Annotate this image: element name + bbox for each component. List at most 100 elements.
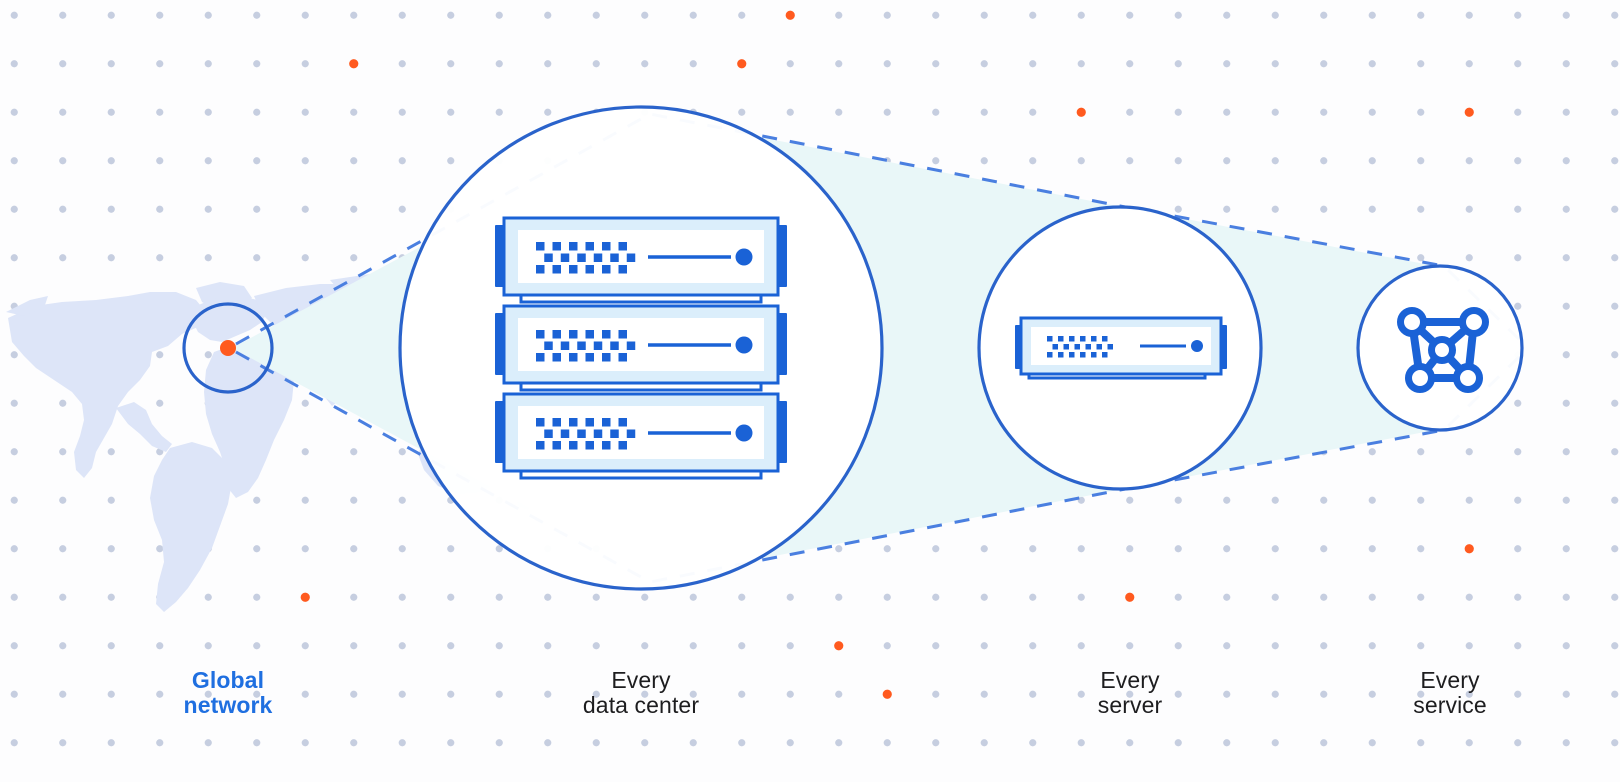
accent-dot (1076, 107, 1086, 117)
led-dot (618, 330, 627, 339)
server-unit[interactable] (495, 216, 787, 297)
accent-dot (737, 59, 747, 69)
server-unit[interactable] (495, 392, 787, 473)
accent-dot (1464, 544, 1474, 554)
accent-dot (1125, 592, 1135, 602)
led-dot (626, 253, 636, 262)
led-dot (1069, 336, 1075, 342)
led-dot (552, 353, 561, 362)
led-dot (626, 429, 636, 438)
led-dot (569, 265, 578, 274)
led-dot (1069, 352, 1075, 358)
status-led-dot (1191, 340, 1203, 352)
led-dot (577, 429, 586, 438)
led-dot (1058, 352, 1064, 358)
led-dot (1080, 352, 1086, 358)
led-dot (618, 353, 627, 362)
led-dot (569, 353, 578, 362)
led-dot (1085, 344, 1091, 350)
accent-dot (300, 592, 310, 602)
stage-every-data-center[interactable] (398, 105, 884, 591)
led-dot (536, 265, 545, 274)
led-grid-icon (536, 242, 636, 274)
led-dot (1047, 352, 1053, 358)
led-dot (536, 353, 545, 362)
server-unit[interactable] (1015, 316, 1227, 376)
stage-every-service[interactable] (1356, 264, 1524, 432)
status-led-dot (735, 248, 753, 266)
led-dot (552, 242, 561, 251)
led-dot (585, 265, 594, 274)
accent-dot (349, 59, 359, 69)
led-dot (536, 441, 545, 450)
led-dot (560, 253, 570, 262)
led-dot (536, 330, 545, 339)
led-dot (585, 418, 594, 427)
led-dot (593, 253, 603, 262)
led-dot (618, 418, 627, 427)
led-grid-icon (536, 418, 636, 450)
led-dot (593, 341, 603, 350)
stage-label-global-network[interactable]: Global network (183, 667, 273, 718)
global-network-pin-icon[interactable] (220, 340, 236, 356)
led-dot (618, 265, 627, 274)
led-dot (544, 429, 553, 438)
led-dot (569, 242, 578, 251)
led-dot (602, 418, 611, 427)
status-led-dot (735, 336, 753, 354)
led-dot (585, 441, 594, 450)
accent-dot (882, 689, 892, 699)
led-dot (569, 330, 578, 339)
led-dot (560, 429, 570, 438)
accent-dot (834, 641, 844, 651)
led-dot (610, 341, 619, 350)
led-dot (552, 330, 561, 339)
led-dot (1102, 336, 1108, 342)
led-dot (577, 253, 586, 262)
led-dot (1063, 344, 1069, 350)
global-network-circle[interactable] (182, 302, 274, 394)
led-dot (585, 242, 594, 251)
led-dot (544, 341, 553, 350)
led-dot (602, 353, 611, 362)
stage-label-every-server[interactable]: Every server (1097, 667, 1163, 718)
server-unit[interactable] (495, 304, 787, 385)
led-dot (1047, 336, 1053, 342)
led-dot (618, 441, 627, 450)
accent-dot (785, 10, 795, 20)
led-dot (1107, 344, 1113, 350)
led-dot (602, 265, 611, 274)
led-dot (569, 418, 578, 427)
led-dot (1102, 352, 1108, 358)
led-dot (1058, 336, 1064, 342)
led-dot (610, 429, 619, 438)
accent-dot-group (300, 10, 1474, 699)
led-dot (552, 441, 561, 450)
led-dot (536, 242, 545, 251)
stage-global-network[interactable] (182, 302, 274, 394)
led-dot (602, 242, 611, 251)
led-dot (585, 330, 594, 339)
led-dot (569, 441, 578, 450)
led-dot (536, 418, 545, 427)
led-dot (552, 418, 561, 427)
led-dot (560, 341, 570, 350)
led-grid-icon (536, 330, 636, 362)
led-dot (602, 330, 611, 339)
led-dot (1074, 344, 1080, 350)
led-dot (626, 341, 636, 350)
stage-label-every-service[interactable]: Every service (1413, 667, 1487, 718)
led-dot (1091, 352, 1097, 358)
stage-every-server[interactable] (977, 205, 1263, 491)
led-dot (1080, 336, 1086, 342)
led-dot (618, 242, 627, 251)
led-dot (610, 253, 619, 262)
accent-dot (1464, 107, 1474, 117)
stage-label-every-data-center[interactable]: Every data center (582, 667, 700, 718)
led-dot (602, 441, 611, 450)
led-dot (544, 253, 553, 262)
network-mesh-nodes (1397, 307, 1489, 393)
